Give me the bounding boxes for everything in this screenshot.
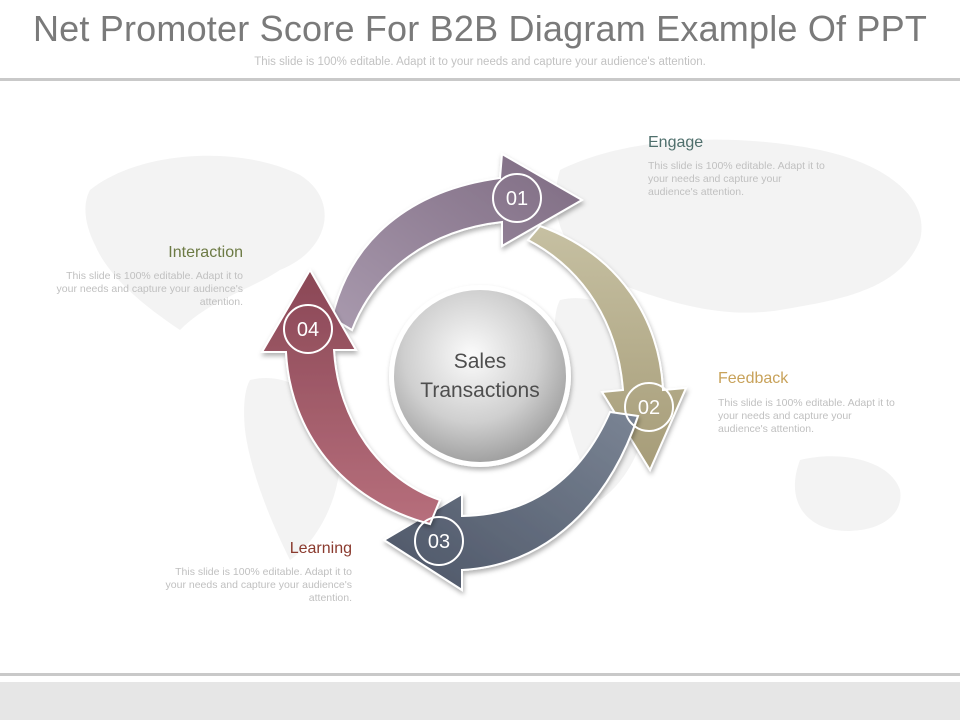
arrow-02: [526, 224, 688, 473]
arrow-03: [382, 410, 640, 592]
label-engage: Engage: [648, 134, 704, 151]
label-learning: Learning: [289, 540, 352, 557]
center-line-1: Sales: [454, 350, 507, 373]
arrow-04: [260, 268, 442, 526]
svg-text:04: 04: [297, 319, 319, 341]
svg-text:02: 02: [638, 397, 660, 419]
footer-divider: [0, 673, 960, 676]
step-marker-03: 03: [414, 516, 464, 566]
desc-learning: This slide is 100% editable. Adapt it to…: [165, 566, 352, 604]
slide-title: Net Promoter Score For B2B Diagram Examp…: [32, 8, 928, 49]
header-divider: [0, 78, 960, 81]
desc-engage: This slide is 100% editable. Adapt it to…: [648, 160, 825, 198]
svg-text:01: 01: [506, 188, 528, 210]
svg-text:03: 03: [428, 531, 450, 553]
desc-feedback: This slide is 100% editable. Adapt it to…: [718, 397, 895, 435]
center-hub: Sales Transactions: [389, 285, 571, 467]
step-marker-01: 01: [492, 173, 542, 223]
arrow-01: [330, 152, 585, 332]
label-interaction: Interaction: [168, 244, 243, 261]
desc-interaction: This slide is 100% editable. Adapt it to…: [56, 270, 243, 308]
footer-band: [0, 682, 960, 720]
label-feedback: Feedback: [718, 370, 789, 387]
slide-subtitle: This slide is 100% editable. Adapt it to…: [254, 56, 706, 68]
center-line-2: Transactions: [420, 379, 539, 402]
step-marker-04: 04: [283, 304, 333, 354]
step-marker-02: 02: [624, 382, 674, 432]
